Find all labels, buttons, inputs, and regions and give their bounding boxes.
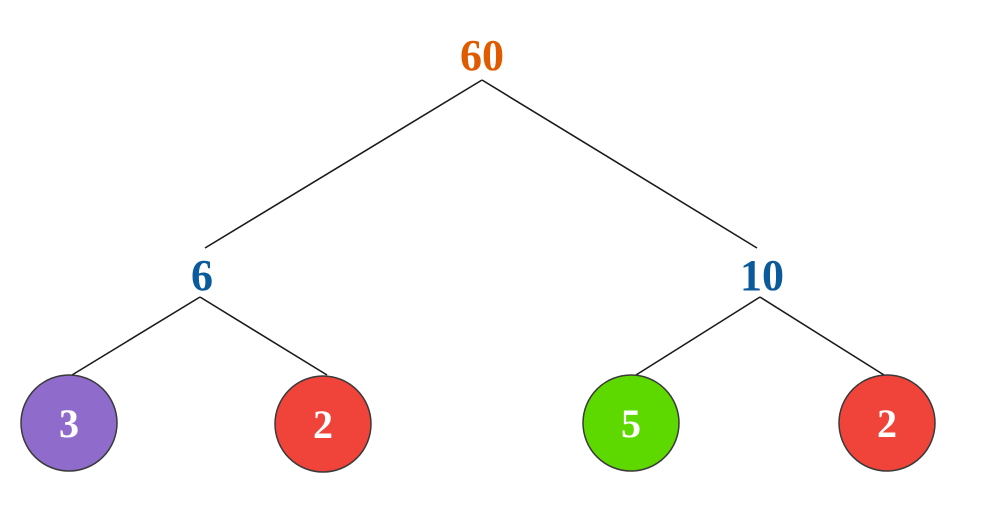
leaf-node-3-label: 5 (621, 401, 641, 446)
leaf-node-4-label: 2 (877, 401, 897, 446)
leaf-node-3: 5 (582, 374, 680, 472)
edge-right-leaf-3 (635, 296, 761, 376)
edge-left-leaf-2 (199, 296, 328, 376)
edge-right-leaf-4 (759, 296, 885, 376)
root-node-label: 60 (460, 31, 504, 80)
leaf-node-1-label: 3 (59, 401, 79, 446)
leaf-node-3-circle (582, 374, 680, 472)
edge-root-right (481, 79, 758, 249)
edge-root-left (204, 79, 483, 249)
leaf-node-2-circle (274, 375, 372, 473)
leaf-node-4-circle (838, 374, 936, 472)
leaf-node-2: 2 (274, 375, 372, 473)
leaf-node-4: 2 (838, 374, 936, 472)
leaf-node-1: 3 (20, 374, 118, 472)
leaf-node-1-circle (20, 374, 118, 472)
left-node-label: 6 (191, 251, 213, 300)
leaf-node-2-label: 2 (313, 402, 333, 447)
edge-left-leaf-1 (71, 296, 201, 376)
right-node-label: 10 (740, 251, 784, 300)
